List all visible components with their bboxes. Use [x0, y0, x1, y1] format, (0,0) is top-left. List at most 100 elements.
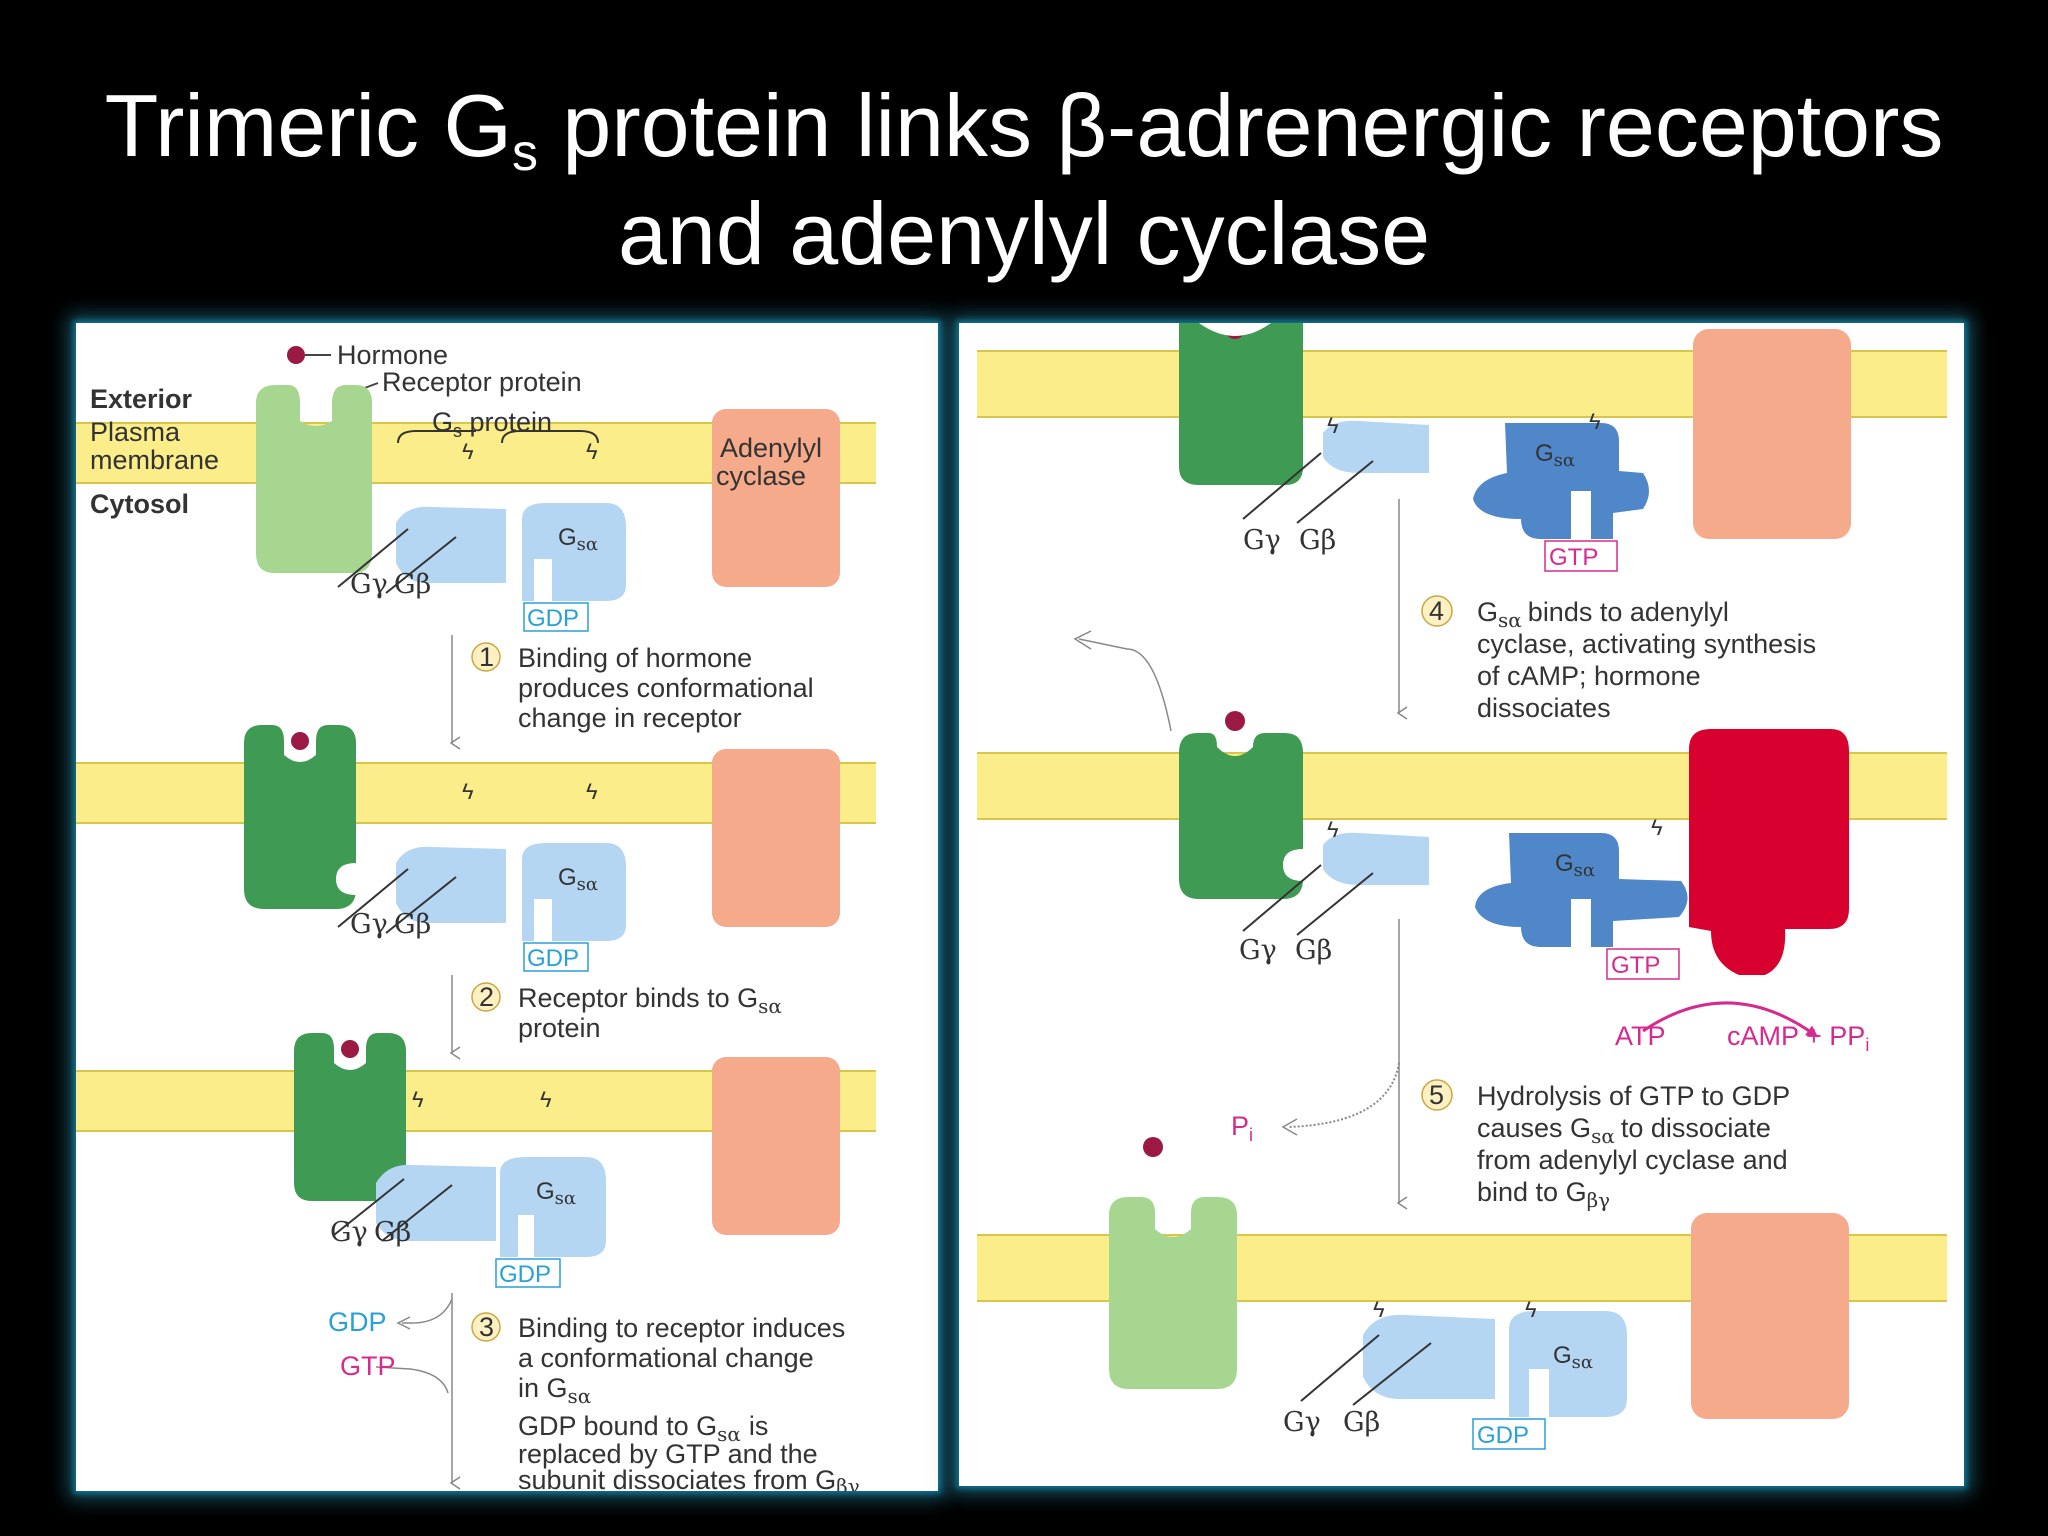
g-beta-6: Gβ — [1343, 1407, 1380, 1438]
svg-text:5: 5 — [1429, 1080, 1444, 1110]
g-alpha-1 — [522, 503, 626, 601]
svg-text:ϟ: ϟ — [1651, 815, 1663, 840]
g-alpha-label-6: Gsα — [1553, 1342, 1593, 1373]
title-subscript: s — [511, 124, 538, 182]
g-alpha-active-4 — [1473, 423, 1649, 539]
adenylyl-cyclase-6 — [1691, 1213, 1849, 1419]
gdp-released: GDP — [328, 1307, 387, 1337]
gtp-4: GTP — [1549, 544, 1598, 571]
camp-label: cAMP + PPi — [1727, 1021, 1869, 1055]
diagram-left: Hormone Receptor protein Exterior Plasma… — [76, 340, 876, 1491]
receptor-inactive-6 — [1109, 1197, 1237, 1389]
hormone-label: Hormone — [337, 340, 448, 370]
step-3-line-1: Binding to receptor induces — [518, 1313, 845, 1343]
hormone-dot — [287, 346, 305, 364]
stage-2: Gsα Gγ Gβ GDP ϟ ϟ 2 Receptor binds to Gs… — [76, 725, 876, 1060]
gtp-5: GTP — [1611, 952, 1660, 979]
g-gamma-6: Gγ — [1283, 1407, 1321, 1438]
adenylyl-cyclase-3 — [712, 1057, 840, 1235]
atp-label: ATP — [1615, 1021, 1666, 1051]
svg-text:ϟ: ϟ — [1589, 409, 1601, 434]
g-alpha-active-5 — [1475, 833, 1688, 947]
receptor-inactive — [256, 385, 372, 573]
g-alpha-3 — [500, 1157, 606, 1257]
adenylyl-cyclase-active — [1689, 729, 1849, 975]
hormone-free — [1143, 1137, 1163, 1157]
adenylyl-cyclase-2 — [712, 749, 840, 927]
adenylyl-cyclase-1 — [712, 409, 840, 587]
title-text-1: Trimeric G — [104, 76, 512, 175]
hormone-dissociated — [1225, 711, 1245, 731]
adenylyl-label: Adenylyl — [720, 433, 822, 463]
g-alpha-label-1: Gsα — [558, 524, 598, 555]
svg-text:ϟ: ϟ — [1327, 413, 1339, 438]
svg-text:ϟ: ϟ — [586, 779, 598, 804]
cytosol-label: Cytosol — [90, 489, 189, 519]
step-3-line-2: a conformational change — [518, 1343, 814, 1373]
gtp-incoming: GTP — [340, 1351, 396, 1381]
gdp-6: GDP — [1477, 1422, 1529, 1449]
step-3-extra-2: replaced by GTP and the — [518, 1439, 818, 1469]
step-5-line-1: Hydrolysis of GTP to GDP — [1477, 1081, 1790, 1111]
g-beta-gamma-6 — [1363, 1314, 1495, 1400]
step-5-line-4: bind to Gβγ — [1477, 1177, 1610, 1212]
g-beta-gamma-4 — [1323, 420, 1429, 473]
panel-left: Hormone Receptor protein Exterior Plasma… — [76, 323, 938, 1491]
step-1-line-1: Binding of hormone — [518, 643, 752, 673]
g-gamma-3: Gγ — [330, 1217, 368, 1248]
svg-text:3: 3 — [479, 1312, 494, 1342]
svg-text:ϟ: ϟ — [462, 439, 474, 464]
step-1-line-2: produces conformational — [518, 673, 814, 703]
step-2-line-2: protein — [518, 1013, 601, 1043]
g-beta-3: Gβ — [374, 1217, 411, 1248]
svg-text:ϟ: ϟ — [540, 1087, 552, 1112]
step-4-line-2: cyclase, activating synthesis — [1477, 629, 1816, 659]
step-1-line-3: change in receptor — [518, 703, 742, 733]
step-4-line-3: of cAMP; hormone — [1477, 661, 1701, 691]
gdp-2: GDP — [527, 945, 579, 972]
g-alpha-2 — [522, 843, 626, 941]
g-beta-gamma-5 — [1323, 832, 1429, 885]
svg-text:ϟ: ϟ — [412, 1087, 424, 1112]
svg-text:ϟ: ϟ — [1327, 817, 1339, 842]
receptor-active-4 — [1179, 323, 1303, 485]
step-4-line-4: dissociates — [1477, 693, 1611, 723]
g-alpha-6 — [1509, 1311, 1627, 1417]
gdp-3: GDP — [499, 1261, 551, 1288]
gs-protein-label: Gs protein — [432, 407, 552, 441]
svg-text:2: 2 — [479, 982, 494, 1012]
cyclase-label: cyclase — [716, 461, 806, 491]
title-text-2: protein links β-adrenergic receptors — [537, 76, 1944, 175]
slide-title: Trimeric Gs protein links β-adrenergic r… — [0, 72, 2048, 288]
stage-5: Gsα GTP Gγ Gβ ϟ ϟ ATP cAMP + PPi Pi 5 Hy… — [977, 711, 1947, 1212]
g-alpha-label-3: Gsα — [536, 1178, 576, 1209]
stage-3: Gsα Gγ Gβ GDP ϟ ϟ GDP GTP 3 Binding to r… — [76, 1033, 876, 1491]
step-3-extra-3: subunit dissociates from Gβγ — [518, 1465, 860, 1491]
step-2-line-1: Receptor binds to Gsα — [518, 983, 782, 1018]
g-gamma-2: Gγ — [350, 909, 388, 940]
step-5-line-3: from adenylyl cyclase and — [1477, 1145, 1788, 1175]
membrane-label: membrane — [90, 445, 219, 475]
g-alpha-label-2: Gsα — [558, 864, 598, 895]
svg-text:1: 1 — [479, 642, 494, 672]
adenylyl-cyclase-4 — [1693, 329, 1851, 539]
g-alpha-label-5: Gsα — [1555, 850, 1595, 881]
step-3-line-3: in Gsα — [518, 1373, 591, 1408]
g-gamma-1: Gγ — [350, 569, 388, 600]
title-text-3: and adenylyl cyclase — [617, 184, 1431, 283]
svg-text:4: 4 — [1429, 596, 1444, 626]
g-gamma-5: Gγ — [1239, 935, 1277, 966]
plasma-label: Plasma — [90, 417, 181, 447]
svg-text:ϟ: ϟ — [586, 439, 598, 464]
receptor-active-2 — [244, 725, 356, 909]
g-alpha-label-4: Gsα — [1535, 440, 1575, 471]
receptor-5 — [1179, 733, 1303, 899]
stage-1: Hormone Receptor protein Exterior Plasma… — [76, 340, 876, 750]
